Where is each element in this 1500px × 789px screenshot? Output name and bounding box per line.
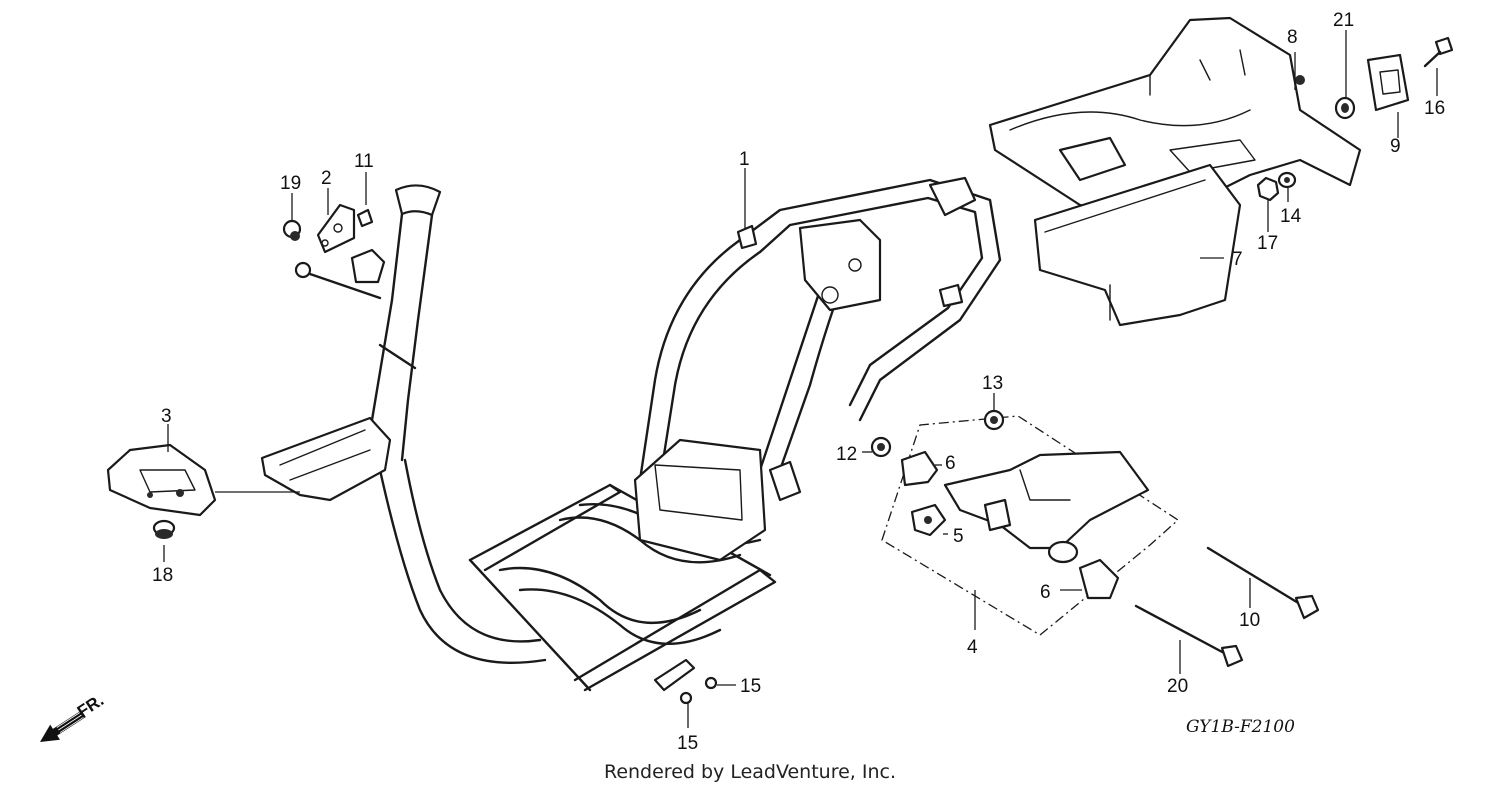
callout-3: 3 <box>161 406 172 427</box>
steering-mount-rubber <box>350 248 386 284</box>
bolt-16 <box>1423 36 1454 68</box>
callout-2: 2 <box>321 168 332 189</box>
callout-15-bottom: 15 <box>677 733 698 754</box>
callout-6-lower: 6 <box>1040 582 1051 603</box>
head-through-bolt <box>294 261 382 300</box>
callout-21: 21 <box>1333 10 1354 31</box>
nut-13 <box>983 409 1005 431</box>
callout-15-right: 15 <box>740 676 761 697</box>
plate-under-frame <box>653 658 696 692</box>
callout-6-upper: 6 <box>945 453 956 474</box>
nut-14 <box>1277 171 1297 189</box>
clip-15-lower <box>679 691 693 705</box>
callout-4: 4 <box>967 637 978 658</box>
bracket-plate-2 <box>316 203 356 254</box>
callout-12: 12 <box>836 444 857 465</box>
clip-nut-9 <box>1366 53 1410 112</box>
bolt-20 <box>1134 604 1244 668</box>
nut-12 <box>870 436 892 458</box>
callout-10: 10 <box>1239 610 1260 631</box>
callout-16: 16 <box>1424 98 1445 119</box>
rear-fender-flap-7 <box>1033 163 1242 327</box>
callout-7: 7 <box>1232 249 1243 270</box>
callout-20: 20 <box>1167 676 1188 697</box>
callout-13: 13 <box>982 373 1003 394</box>
leader-lines <box>163 30 1438 728</box>
nut-18 <box>152 519 176 539</box>
callout-18: 18 <box>152 565 173 586</box>
screw-11 <box>356 208 374 228</box>
washer-21 <box>1334 96 1356 120</box>
engine-hanger-group-4 <box>881 415 1180 636</box>
callout-14: 14 <box>1280 206 1302 227</box>
diagram-code: GY1B-F2100 <box>1186 717 1295 737</box>
credit-text: Rendered by LeadVenture, Inc. <box>604 761 896 783</box>
bolt-19 <box>282 219 302 241</box>
callout-9: 9 <box>1390 136 1401 157</box>
front-bracket-3 <box>106 443 300 517</box>
callout-11: 11 <box>354 151 374 172</box>
clip-15-upper <box>704 676 718 690</box>
frame-body <box>260 176 1002 692</box>
nut-17 <box>1256 176 1280 202</box>
front-direction-arrow-icon <box>40 710 86 742</box>
callout-17: 17 <box>1257 233 1278 254</box>
callout-19: 19 <box>280 173 301 194</box>
callout-1: 1 <box>739 149 750 170</box>
bolt-10 <box>1206 546 1320 620</box>
callout-5: 5 <box>953 526 964 547</box>
callout-8: 8 <box>1287 27 1298 48</box>
